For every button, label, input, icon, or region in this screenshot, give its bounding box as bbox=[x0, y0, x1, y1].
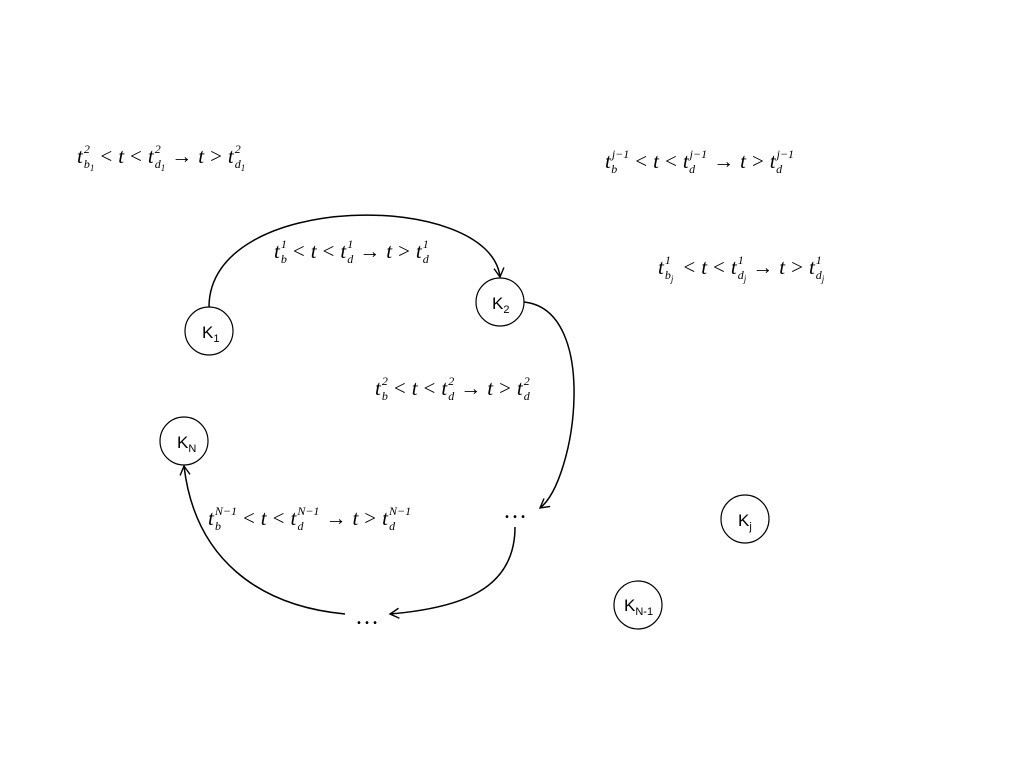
node-label: K bbox=[738, 511, 750, 530]
edge-k2-ellipsis bbox=[523, 301, 575, 509]
node-kn: KN bbox=[159, 416, 209, 466]
node-subscript: N-1 bbox=[635, 606, 653, 618]
node-subscript: 2 bbox=[503, 304, 509, 316]
edge-ellipsis-kn bbox=[179, 464, 346, 615]
svg-text:K1: K1 bbox=[202, 323, 219, 345]
svg-text:Kj: Kj bbox=[738, 511, 752, 533]
node-subscript: 1 bbox=[213, 333, 219, 345]
node-subscript: j bbox=[748, 521, 751, 533]
node-k1: K1 bbox=[184, 306, 234, 356]
ellipsis-bottom: … bbox=[355, 604, 379, 630]
node-kj: Kj bbox=[720, 494, 770, 544]
svg-text:K2: K2 bbox=[492, 294, 509, 316]
node-k2: K2 bbox=[475, 277, 525, 327]
node-label: K bbox=[624, 596, 636, 615]
svg-text:KN: KN bbox=[177, 433, 196, 455]
edge-ellipsis-ellipsis bbox=[388, 526, 516, 619]
svg-text:KN-1: KN-1 bbox=[624, 596, 653, 618]
node-label: K bbox=[177, 433, 189, 452]
node-label: K bbox=[202, 323, 214, 342]
edge-k1-k2 bbox=[208, 214, 505, 308]
node-label: K bbox=[492, 294, 504, 313]
node-kn-minus-1: KN-1 bbox=[613, 580, 663, 630]
node-subscript: N bbox=[188, 443, 196, 455]
ellipsis-right: … bbox=[503, 498, 527, 524]
